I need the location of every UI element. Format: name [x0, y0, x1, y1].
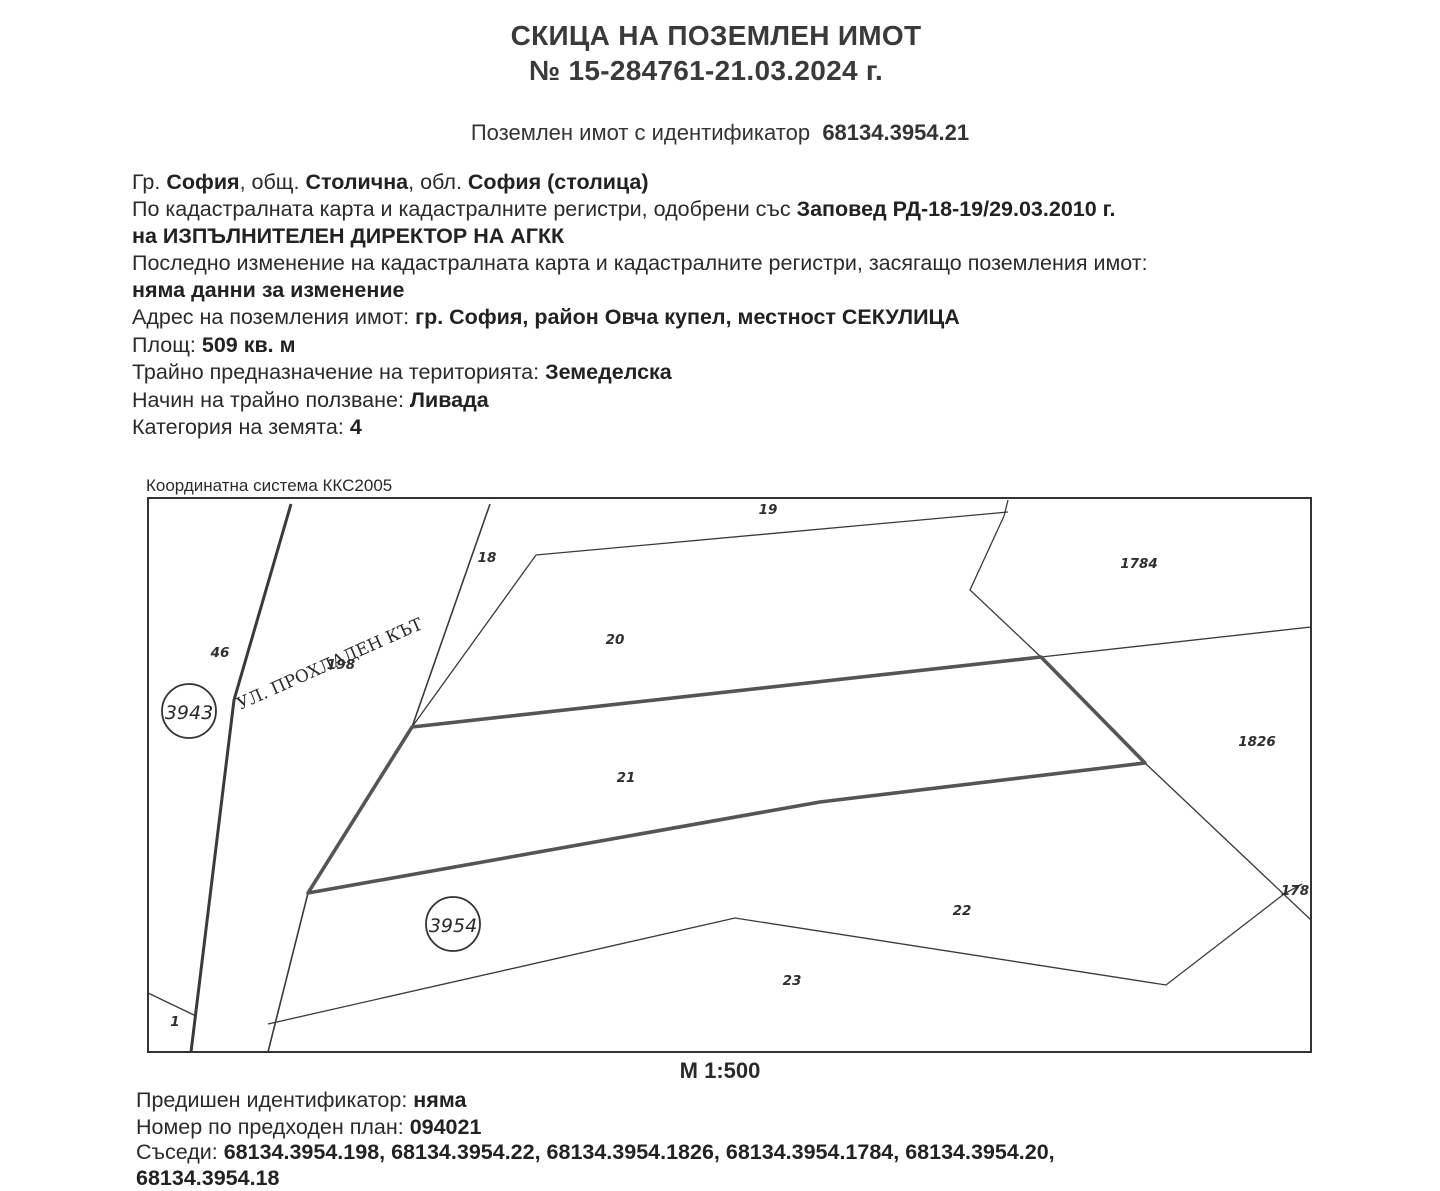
prev-id-label: Предишен идентификатор:	[136, 1088, 408, 1112]
boundary-20-1784	[969, 515, 1146, 764]
last-change-line: няма данни за изменение	[132, 278, 405, 303]
parcel-label-18: 18	[478, 550, 497, 566]
region-value: София (столица)	[467, 170, 649, 194]
area-value: 509 кв. м	[201, 333, 296, 357]
municipality-value: Столична	[305, 170, 409, 194]
prev-plan-value: 094021	[409, 1115, 482, 1139]
parcel-label-22: 22	[953, 903, 972, 919]
prev-id-value: няма	[413, 1088, 467, 1112]
area-label: Площ:	[132, 333, 196, 357]
document-number: № 15-284761-21.03.2024 г.	[528, 55, 884, 86]
parcel-label-19: 19	[759, 502, 778, 518]
subject-parcel-21	[306, 655, 1147, 895]
area-line: Площ: 509 кв. м	[132, 333, 296, 358]
identifier-line: Поземлен имот с идентификатор 68134.3954…	[0, 120, 1440, 146]
purpose-label: Трайно предназначение на територията:	[132, 360, 540, 384]
boundary-1	[147, 992, 197, 1017]
prev-id-line: Предишен идентификатор: няма	[136, 1088, 466, 1113]
identifier-label: Поземлен имот с идентификатор	[470, 120, 811, 145]
purpose-line: Трайно предназначение на територията: Зе…	[132, 360, 672, 385]
zone-label-3943: 3943	[165, 702, 213, 724]
neighbors-value-cont: 68134.3954.18	[136, 1166, 280, 1190]
use-value: Ливада	[409, 388, 489, 412]
boundary-1784-1826	[1040, 626, 1312, 658]
boundary-22-23	[267, 893, 1285, 1025]
identifier-value: 68134.3954.21	[822, 120, 970, 145]
street-border-left	[189, 503, 293, 1053]
parcel-label-178: 178	[1281, 883, 1309, 899]
neighbors-label: Съседи:	[136, 1140, 218, 1164]
city-value: София	[166, 170, 240, 194]
boundary-178	[1283, 883, 1303, 895]
order-value: Заповед РД-18-19/29.03.2010 г.	[796, 197, 1116, 221]
category-value: 4	[349, 415, 362, 439]
purpose-value: Земеделска	[545, 360, 672, 384]
region-label: , обл.	[408, 170, 462, 194]
boundary-18-20	[411, 554, 537, 728]
city-label: Гр.	[132, 170, 161, 194]
address-value: гр. София, район Овча купел, местност СЕ…	[415, 305, 960, 329]
map-frame	[147, 497, 1312, 1053]
parcel-label-23: 23	[783, 973, 802, 989]
use-label: Начин на трайно ползване:	[132, 388, 404, 412]
authority-line: на ИЗПЪЛНИТЕЛЕН ДИРЕКТОР НА АГКК	[132, 224, 564, 249]
zone-circle-3943	[161, 683, 217, 739]
parcel-label-1784: 1784	[1120, 556, 1158, 572]
approval-line: По кадастралната карта и кадастралните р…	[132, 197, 1115, 222]
zone-label-3954: 3954	[429, 915, 477, 937]
parcel-label-46: 46	[210, 645, 230, 661]
zone-circle-3954	[425, 896, 481, 952]
approval-text: По кадастралната карта и кадастралните р…	[132, 197, 791, 221]
parcel-label-1826: 1826	[1238, 734, 1276, 750]
address-line: Адрес на поземления имот: гр. София, рай…	[132, 305, 960, 330]
prev-plan-line: Номер по предходен план: 094021	[136, 1115, 481, 1140]
last-change-value: няма данни за изменение	[132, 278, 405, 302]
boundary-19-1784	[1003, 499, 1009, 517]
municipality-label: , общ.	[239, 170, 300, 194]
neighbors-line-cont: 68134.3954.18	[136, 1166, 279, 1191]
neighbors-value: 68134.3954.198, 68134.3954.22, 68134.395…	[223, 1140, 1055, 1164]
parcel-label-1: 1	[170, 1014, 179, 1030]
coordinate-system-label: Координатна система ККС2005	[146, 476, 393, 495]
parcel-label-21: 21	[617, 770, 636, 786]
map-scale: М 1:500	[679, 1058, 761, 1083]
category-line: Категория на земята: 4	[132, 415, 362, 440]
parcel-label-20: 20	[606, 632, 625, 648]
neighbors-line: Съседи: 68134.3954.198, 68134.3954.22, 6…	[136, 1140, 1055, 1165]
boundary-19-20	[535, 511, 1009, 556]
authority-value: на ИЗПЪЛНИТЕЛЕН ДИРЕКТОР НА АГКК	[132, 224, 565, 248]
use-line: Начин на трайно ползване: Ливада	[132, 388, 489, 413]
parcel-label-198: 198	[327, 657, 355, 673]
location-line: Гр. София, общ. Столична, обл. София (ст…	[132, 170, 649, 195]
document-title: СКИЦА НА ПОЗЕМЛЕН ИМОТ	[510, 20, 922, 51]
category-label: Категория на земята:	[132, 415, 344, 439]
prev-plan-label: Номер по предходен план:	[136, 1115, 404, 1139]
last-change-label: Последно изменение на кадастралната карт…	[132, 251, 1148, 275]
address-label: Адрес на поземления имот:	[132, 305, 410, 329]
